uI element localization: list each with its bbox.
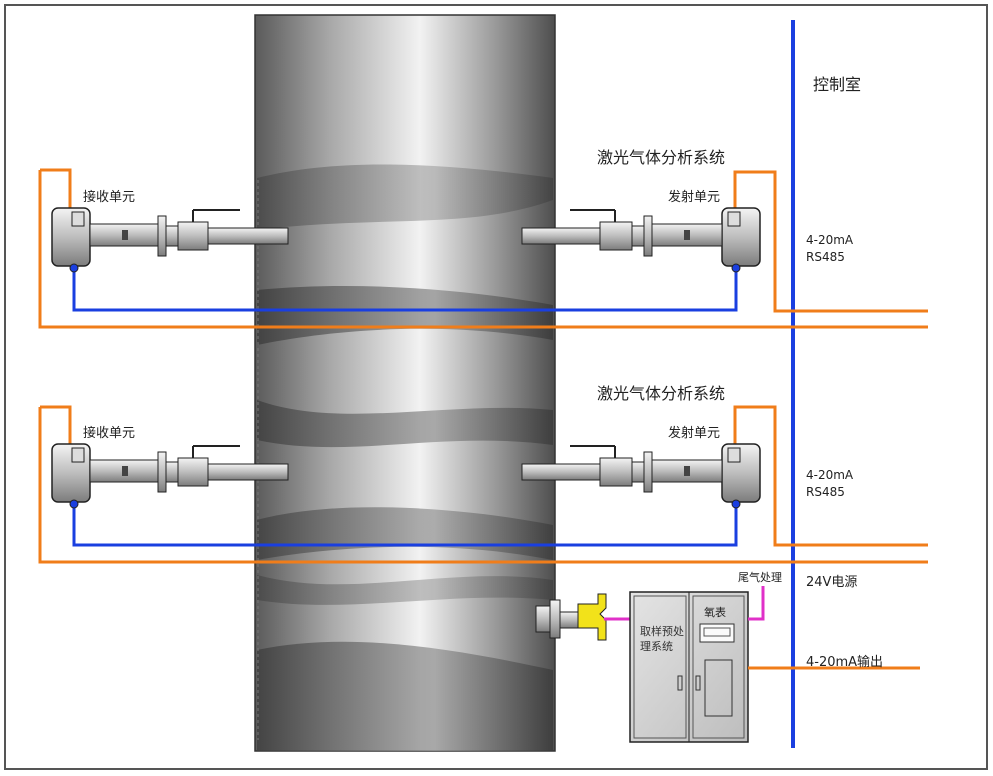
signal-label-line2: RS485	[806, 250, 845, 264]
control-room-label: 控制室	[813, 75, 862, 94]
system-title: 激光气体分析系统	[597, 148, 726, 167]
chimney	[254, 14, 556, 752]
transmitter-label: 发射单元	[668, 426, 721, 441]
chimney-band	[257, 507, 553, 560]
power-line	[40, 405, 72, 446]
power-line	[40, 168, 72, 210]
chimney-band	[257, 575, 553, 605]
receiver-unit	[51, 443, 289, 509]
power-line	[733, 170, 928, 313]
signal-line	[72, 504, 738, 547]
power-line	[38, 170, 928, 329]
sampling-cabinet	[629, 591, 749, 743]
tail-gas-label: 尾气处理	[738, 571, 782, 584]
signal-line	[72, 268, 738, 312]
chimney-band	[257, 400, 553, 448]
tail-gas-line	[748, 586, 765, 621]
chimney-band	[257, 164, 553, 230]
sampling-probe	[535, 593, 607, 641]
power-line	[38, 407, 928, 564]
meter-label: 氧表	[704, 606, 726, 619]
signal-label-line2: RS485	[806, 485, 845, 499]
transmitter-label: 发射单元	[668, 190, 721, 205]
chimney-band	[257, 641, 553, 751]
transmitter-unit	[521, 207, 761, 273]
output-label: 4-20mA输出	[806, 655, 884, 670]
chimney-band	[257, 285, 553, 345]
receiver-unit	[51, 207, 289, 273]
power-label: 24V电源	[806, 575, 858, 590]
outer-frame	[4, 4, 988, 770]
power-line	[733, 405, 928, 547]
signal-label-line1: 4-20mA	[806, 233, 854, 247]
signal-label-line1: 4-20mA	[806, 468, 854, 482]
transmitter-unit	[521, 443, 761, 509]
receiver-label: 接收单元	[83, 426, 136, 441]
sampling-system-label: 取样预处理系统	[640, 625, 684, 653]
receiver-label: 接收单元	[83, 190, 136, 205]
system-title: 激光气体分析系统	[597, 384, 726, 403]
